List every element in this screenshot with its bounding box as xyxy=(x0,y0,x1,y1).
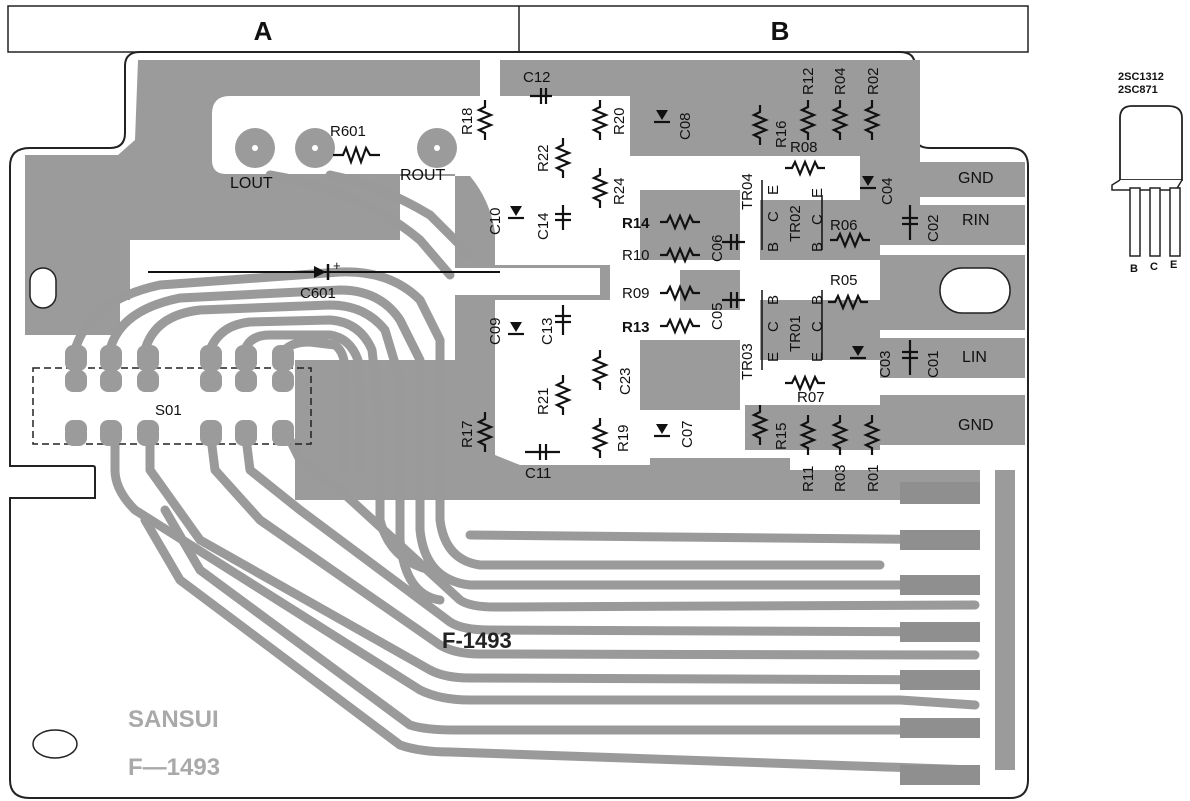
label-c01: C01 xyxy=(925,350,942,378)
label-l-in: LIN xyxy=(962,349,987,366)
zone-label-b: B xyxy=(771,16,790,46)
label-r12: R12 xyxy=(800,67,817,95)
label-r06: R06 xyxy=(830,217,858,234)
label-c05: C05 xyxy=(709,302,726,330)
label-c02: C02 xyxy=(925,214,942,242)
ribbon-traces xyxy=(70,170,980,775)
resistor-r601: R601 xyxy=(330,123,380,166)
label-c08: C08 xyxy=(677,112,694,140)
tr-pin-b: B xyxy=(1130,263,1138,275)
label-r-in: RIN xyxy=(962,212,990,229)
transistor-labels: TR04 TR02 TR03 TR01 E C B E C B B C E B … xyxy=(739,173,826,380)
tr-pin-e: E xyxy=(1170,259,1177,271)
label-c10: C10 xyxy=(487,207,504,235)
board-part-number: F-1493 xyxy=(442,628,512,653)
label-r19: R19 xyxy=(615,424,632,452)
label-tr04: TR04 xyxy=(739,173,756,210)
label-l-out: LOUT xyxy=(230,175,273,192)
label-r14: R14 xyxy=(622,215,650,232)
pin-tr01-b: B xyxy=(809,295,826,305)
label-c03: C03 xyxy=(877,350,894,378)
label-gnd-top: GND xyxy=(958,170,994,187)
pin-tr02-b: B xyxy=(809,242,826,252)
label-r04: R04 xyxy=(832,67,849,95)
label-r24: R24 xyxy=(611,177,628,205)
label-c06: C06 xyxy=(709,234,726,262)
transistor-type-2: 2SC871 xyxy=(1118,84,1158,96)
transistor-type-1: 2SC1312 xyxy=(1118,71,1164,83)
pin-tr04-c: C xyxy=(765,211,782,222)
label-r13: R13 xyxy=(622,319,650,336)
label-r15: R15 xyxy=(773,422,790,450)
label-r07: R07 xyxy=(797,389,825,406)
pin-tr04-b: B xyxy=(765,242,782,252)
connector-labels: GND RIN LIN GND xyxy=(958,170,994,434)
label-r18: R18 xyxy=(459,107,476,135)
label-r03: R03 xyxy=(832,464,849,492)
label-r09: R09 xyxy=(622,285,650,302)
pin-tr02-c: C xyxy=(809,214,826,225)
label-c601: C601 xyxy=(300,285,336,302)
label-r10: R10 xyxy=(622,247,650,264)
label-tr03: TR03 xyxy=(739,343,756,380)
svg-text:+: + xyxy=(333,258,341,273)
label-r20: R20 xyxy=(611,107,628,135)
label-r01: R01 xyxy=(865,464,882,492)
zone-header: A B xyxy=(7,5,1029,53)
label-r05: R05 xyxy=(830,272,858,289)
label-c13: C13 xyxy=(539,317,556,345)
label-r601: R601 xyxy=(330,123,366,140)
label-s01: S01 xyxy=(155,402,182,419)
silk-brand: SANSUI xyxy=(128,706,219,733)
label-c07: C07 xyxy=(679,420,696,448)
label-c12: C12 xyxy=(523,69,551,86)
pin-tr01-c: C xyxy=(809,321,826,332)
label-r16: R16 xyxy=(773,120,790,148)
pin-tr03-b: B xyxy=(765,295,782,305)
component-labels: C12 C11 R18 R20 R22 R24 C10 C14 C08 R16 … xyxy=(459,67,942,492)
label-gnd-bottom: GND xyxy=(958,417,994,434)
label-tr02: TR02 xyxy=(787,205,804,242)
label-r-out: ROUT xyxy=(400,167,446,184)
copper-areas xyxy=(25,60,1025,500)
edge-connector-fingers xyxy=(900,470,1015,785)
capacitor-c601: + C601 xyxy=(148,258,500,302)
pin-tr03-e: E xyxy=(765,352,782,362)
zone-label-a: A xyxy=(254,16,273,46)
pin-tr03-c: C xyxy=(765,321,782,332)
component-symbols xyxy=(476,88,918,460)
label-r11: R11 xyxy=(800,466,817,492)
transistor-package-inset: 2SC1312 2SC871 B C E xyxy=(1111,71,1183,275)
label-c23: C23 xyxy=(617,367,634,395)
label-r21: R21 xyxy=(535,387,552,415)
label-r17: R17 xyxy=(459,420,476,448)
label-r02: R02 xyxy=(865,67,882,95)
mounting-hole xyxy=(32,729,78,759)
tr-pin-c: C xyxy=(1150,261,1158,273)
pin-tr01-e: E xyxy=(809,352,826,362)
label-c11: C11 xyxy=(525,465,551,482)
output-pads xyxy=(235,128,457,168)
pin-tr04-e: E xyxy=(765,185,782,195)
label-c14: C14 xyxy=(535,212,552,240)
silk-part-number: F—1493 xyxy=(128,754,220,781)
label-tr01: TR01 xyxy=(787,315,804,352)
label-c04: C04 xyxy=(879,177,896,205)
label-r22: R22 xyxy=(535,144,552,172)
switch-s01: S01 xyxy=(32,345,312,446)
pin-tr02-e: E xyxy=(809,188,826,198)
label-c09: C09 xyxy=(487,317,504,345)
label-r08: R08 xyxy=(790,139,818,156)
